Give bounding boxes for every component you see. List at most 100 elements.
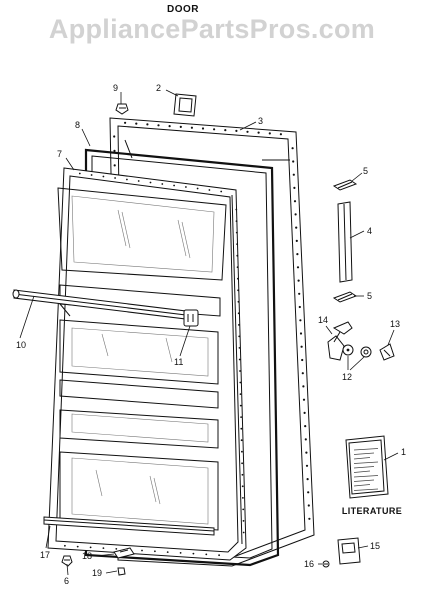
- door-latch-assembly: [327, 321, 354, 361]
- bottom-trim-strip: [43, 516, 215, 536]
- literature-caption: LITERATURE: [342, 506, 402, 516]
- screw-hole: [115, 548, 118, 550]
- screw-hole: [239, 381, 242, 384]
- screw-hole: [141, 549, 143, 552]
- screw-hole: [238, 324, 240, 326]
- screw-hole: [301, 372, 304, 375]
- screw-hole: [89, 546, 92, 549]
- booklet-text-line: [353, 488, 379, 491]
- screw-hole: [78, 172, 81, 175]
- booklet-text-line: [353, 466, 375, 469]
- screw-hole: [166, 551, 169, 553]
- screw-hole: [240, 427, 243, 430]
- screw-hole: [149, 181, 152, 184]
- screw-hole: [236, 254, 239, 257]
- bracket-clip: [337, 537, 361, 565]
- screw-hole: [113, 135, 116, 138]
- screw-hole: [305, 451, 308, 454]
- screw-hole: [113, 149, 116, 152]
- screw-hole: [305, 464, 309, 467]
- screw-hole: [236, 266, 239, 269]
- callout-4: 4: [367, 226, 372, 236]
- callout-19: 19: [92, 568, 102, 578]
- callout-14: 14: [318, 315, 328, 325]
- screw-hole: [296, 253, 299, 256]
- screw-hole: [218, 554, 221, 557]
- callout-1: 1: [401, 447, 406, 457]
- screw-hole: [307, 491, 310, 494]
- screw-hole: [295, 239, 298, 242]
- screw-hole: [304, 438, 307, 441]
- screw-hole: [240, 416, 243, 418]
- screw-hole: [220, 190, 223, 193]
- latch-keeper: [379, 343, 395, 361]
- callout-8: 8: [75, 120, 80, 130]
- screw-hole: [279, 133, 282, 136]
- cap-plug-part: [173, 93, 197, 117]
- literature-booklet: LITERATURE: [342, 435, 402, 516]
- screw-hole: [296, 266, 300, 269]
- callout-17: 17: [40, 550, 50, 560]
- hinge-rod: [337, 201, 353, 283]
- screw-hole: [293, 200, 297, 203]
- leader-lines: [19, 89, 399, 576]
- screw-hole: [168, 125, 171, 128]
- screw-hole: [205, 553, 208, 556]
- screw-hole: [224, 129, 227, 132]
- screw-hole: [299, 332, 303, 335]
- screw-hole: [64, 544, 66, 547]
- screw-hole: [294, 213, 297, 216]
- screw-hole: [246, 130, 249, 133]
- screw-hole: [137, 180, 140, 182]
- screw-hole: [161, 183, 164, 185]
- screw-hole: [257, 131, 260, 134]
- screw-hole: [268, 132, 271, 135]
- screw-hole: [239, 404, 242, 407]
- screw-hole: [237, 277, 239, 280]
- screw-hole: [238, 347, 241, 349]
- screw-hole: [291, 147, 294, 150]
- screw-hole: [235, 208, 238, 211]
- screw-hole: [146, 123, 149, 126]
- inner-door-liner: [47, 167, 247, 561]
- screw-hole: [185, 186, 187, 188]
- booklet-text-line: [353, 479, 375, 482]
- screw-hole: [154, 550, 156, 553]
- callout-11: 11: [174, 357, 183, 367]
- screw-hole: [300, 345, 303, 348]
- screw-hole: [190, 126, 193, 129]
- screw-hole: [238, 358, 241, 361]
- washer-set: [360, 346, 372, 358]
- screw-hole: [237, 300, 240, 303]
- screw-hole: [306, 478, 309, 481]
- screw-hole: [242, 497, 244, 499]
- screw-hole: [237, 289, 240, 292]
- screw-hole: [179, 552, 182, 554]
- screw-hole: [157, 124, 160, 127]
- booklet-text-line: [353, 448, 379, 451]
- booklet-text-line: [353, 475, 379, 478]
- screw-hole: [173, 184, 176, 187]
- screw-hole: [192, 552, 195, 555]
- callout-16: 16: [304, 559, 314, 569]
- screw-hole: [213, 128, 216, 131]
- screw-hole: [242, 508, 245, 511]
- screw-hole: [196, 187, 199, 190]
- screw-hole: [179, 125, 182, 128]
- screw-hole: [241, 450, 243, 453]
- clip-part-18: [113, 547, 135, 559]
- booklet-text-line: [353, 470, 371, 473]
- screw-hole: [114, 177, 116, 179]
- callout-10: 10: [16, 340, 26, 350]
- watermark: AppliancePartsPros.com: [49, 14, 375, 44]
- screw-hole: [297, 279, 300, 282]
- screw-hole: [303, 411, 306, 414]
- callout-7: 7: [57, 149, 62, 159]
- callout-5-upper: 5: [363, 166, 368, 176]
- screw-hole: [240, 439, 243, 442]
- screw-hole: [298, 292, 301, 295]
- screw-hole: [237, 312, 240, 315]
- screw-hole: [235, 129, 238, 132]
- screw-hole: [235, 220, 238, 223]
